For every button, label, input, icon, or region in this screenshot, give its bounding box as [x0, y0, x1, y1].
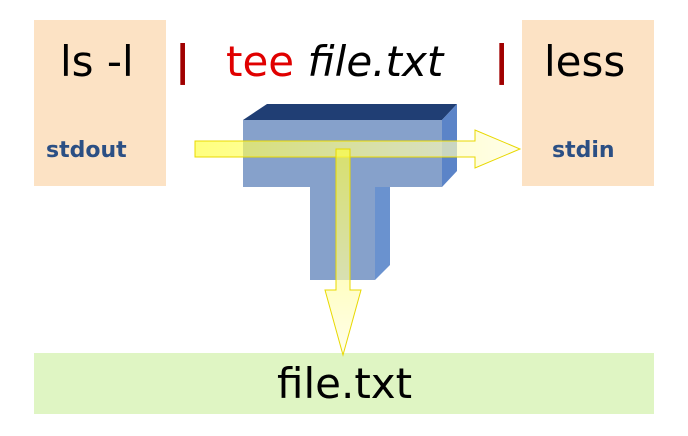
- less-box: [522, 20, 654, 186]
- pipe-symbol-1: |: [175, 36, 191, 85]
- output-file-label: file.txt: [277, 359, 413, 408]
- ls-command: ls -l: [60, 37, 134, 86]
- tee-filename: file.txt: [307, 37, 444, 86]
- file-box: [34, 353, 654, 414]
- tee-command: tee file.txt: [226, 37, 443, 86]
- tee-word: tee: [226, 37, 295, 86]
- stdout-to-stdin-arrow: [194, 129, 522, 169]
- ls-box: [34, 20, 166, 186]
- pipe-symbol-2: |: [494, 36, 510, 85]
- tee-to-file-arrow: [324, 148, 362, 357]
- less-command: less: [544, 37, 626, 86]
- stdout-label: stdout: [46, 138, 127, 163]
- stdin-label: stdin: [552, 138, 615, 163]
